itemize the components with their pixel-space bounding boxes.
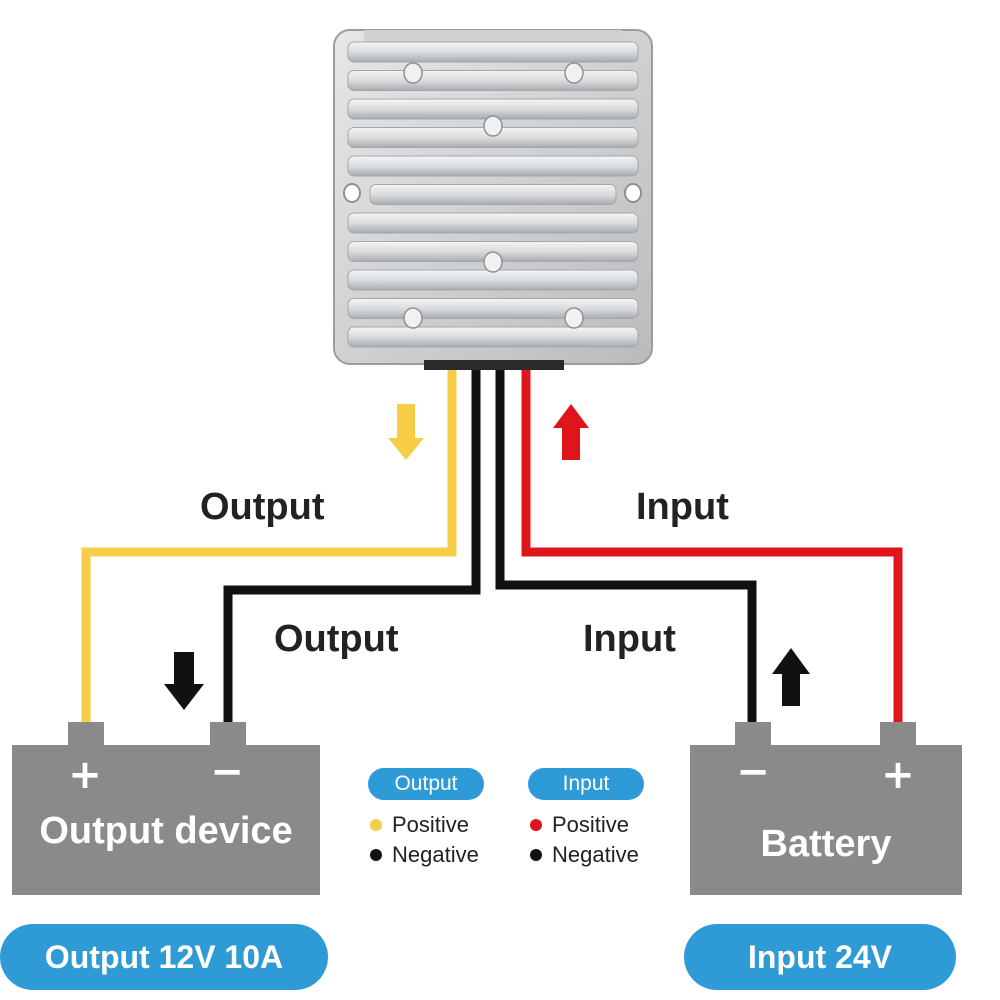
battery-icon xyxy=(12,722,320,895)
arrow-up-icon xyxy=(553,404,589,460)
legend-output-negative: Negative xyxy=(370,842,479,868)
legend-input-negative: Negative xyxy=(530,842,639,868)
output-device-minus-sign: − xyxy=(210,749,244,795)
legend-input-title: Input xyxy=(528,768,644,800)
output-negative-wire-label: Output xyxy=(274,618,399,660)
input-negative-wire xyxy=(495,362,757,730)
legend-output-negative-label: Negative xyxy=(392,842,479,867)
wires xyxy=(81,362,903,730)
legend-input-positive-label: Positive xyxy=(552,812,630,837)
battery-plus-sign: + xyxy=(881,752,915,798)
input-negative-wire-label: Input xyxy=(583,618,676,660)
battery-minus-sign: − xyxy=(736,749,770,795)
arrow-down-icon xyxy=(164,652,204,710)
legend-output-title: Output xyxy=(368,768,484,800)
input-positive-wire xyxy=(521,362,903,730)
input-spec-badge: Input 24V xyxy=(684,924,956,990)
battery-name: Battery xyxy=(760,823,892,865)
converter-heatsink xyxy=(333,29,653,370)
red-dot-icon xyxy=(530,819,542,831)
input-positive-wire-label: Input xyxy=(636,486,729,528)
black-dot-icon xyxy=(370,849,382,861)
output-device-plus-sign: + xyxy=(68,752,102,798)
legend-output-positive-label: Positive xyxy=(392,812,470,837)
legend-input-negative-label: Negative xyxy=(552,842,639,867)
output-spec-badge: Output 12V 10A xyxy=(0,924,328,990)
battery-icon xyxy=(690,722,962,895)
arrow-down-icon xyxy=(388,404,424,460)
legend-output-positive: Positive xyxy=(370,812,469,838)
yellow-dot-icon xyxy=(370,819,382,831)
output-device-name: Output device xyxy=(39,810,293,852)
black-dot-icon xyxy=(530,849,542,861)
legend-input-positive: Positive xyxy=(530,812,629,838)
output-positive-wire xyxy=(81,362,457,730)
output-positive-wire-label: Output xyxy=(200,486,325,528)
arrow-up-icon xyxy=(772,648,810,706)
output-negative-wire xyxy=(223,362,481,730)
